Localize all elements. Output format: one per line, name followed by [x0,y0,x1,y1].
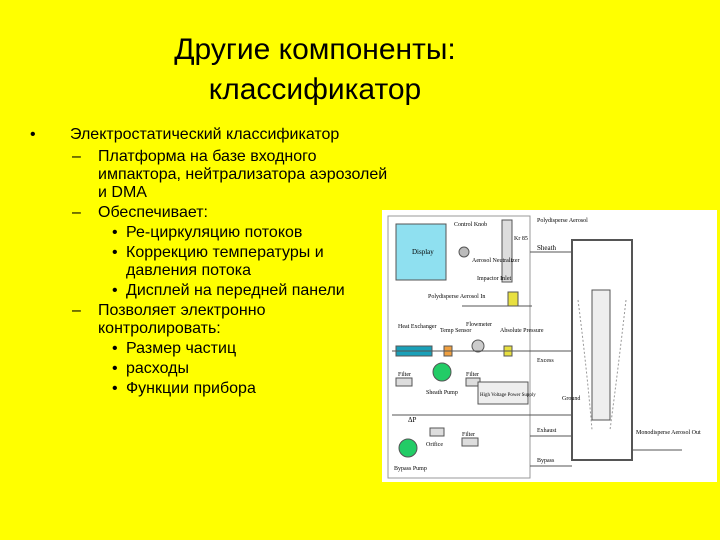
flowmeter-label: Flowmeter [466,322,492,328]
bullet-text: Позволяет электронно контролировать: [98,302,266,337]
bullet-text: Электростатический классификатор [70,126,340,143]
control-knob-label: Control Knob [454,222,487,228]
orifice-label: Orifice [426,441,443,448]
sheath-pump-icon [432,362,452,382]
dma-flow-curve [609,299,627,431]
flowmeter-icon [471,339,485,353]
polydisperse-in-label: Polydisperse Aerosol In [428,294,485,300]
excess-label: Excess [537,358,554,364]
hv-supply-box [477,381,529,405]
polydisperse-aerosol-label: Polydisperse Aerosol [537,218,588,224]
temp-sensor-label: Temp Sensor [440,328,471,334]
neutralizer-body [501,219,513,283]
monodisperse-out-label: Monodisperse Aerosol Out [636,430,701,436]
bullet-text: Коррекцию температуры и давления потока [126,244,324,279]
bullet-item: • Коррекцию температуры и давления потока [30,244,390,280]
bullet-marker: – [72,148,81,165]
bypass-pump-icon [398,438,418,458]
bullet-marker: • [112,340,118,357]
bullet-item: –Платформа на базе входного импактора, н… [30,148,390,202]
bypass-label: Bypass [537,458,555,464]
aerosol-neutralizer-label: Aerosol Neutralizer [472,258,519,264]
sheath-pump-label: Sheath Pump [426,390,458,396]
bullet-text: Дисплей на передней панели [126,282,345,299]
heat-exchanger-label: Heat Exchanger [398,324,436,330]
bullet-item: • Размер частиц [30,340,390,358]
classifier-schematic: Display Control Knob Kr 85 Aerosol Neutr… [382,210,717,482]
filter-icon [461,437,479,447]
bullet-text: расходы [126,360,189,377]
bullet-item: • Функции прибора [30,380,390,398]
bypass-pump-label: Bypass Pump [394,466,427,472]
dma-column [571,239,633,461]
bullet-text: Платформа на базе входного импактора, не… [98,148,388,201]
filter-icon [395,377,413,387]
bullet-marker: • [112,380,118,397]
absolute-pressure-label: Absolute Pressure [500,328,544,334]
dma-flow-curve [577,299,593,431]
bullet-marker: – [72,302,81,319]
bullet-marker: • [30,126,36,143]
filter-label: Filter [462,432,475,438]
bullet-marker: – [72,204,81,221]
bullet-text: Функции прибора [126,380,256,397]
exhaust-label: Exhaust [537,428,557,434]
bullet-item: –Обеспечивает: [30,204,390,222]
slide-title-line-1: Другие компоненты: [174,33,456,66]
bullet-marker: • [112,282,118,299]
bullet-text: Размер частиц [126,340,237,357]
bullet-item: • Электростатический классификатор [30,126,390,144]
kr85-label: Kr 85 [514,236,528,242]
sheath-label: Sheath [537,244,557,252]
display-label: Display [412,248,434,256]
bullet-item: • Ре-циркуляцию потоков [30,224,390,242]
instrument-cabinet [387,215,531,479]
slide-title: Другие компоненты: классификатор [90,30,540,110]
delta-p-label: ΔP [408,416,417,424]
filter-label: Filter [466,372,479,378]
classifier-schematic-svg: Display Control Knob Kr 85 Aerosol Neutr… [387,215,701,479]
bullet-marker: • [112,360,118,377]
bullet-text: Обеспечивает: [98,204,208,221]
impactor-inlet-label: Impactor Inlet [477,276,511,282]
bullet-marker: • [112,244,118,261]
impactor-icon [507,291,519,307]
dma-inner-electrode [591,289,611,421]
bullet-item: • расходы [30,360,390,378]
bullet-text: Ре-циркуляцию потоков [126,224,303,241]
bullet-item: • Дисплей на передней панели [30,282,390,300]
orifice-icon [429,427,445,437]
bullet-item: –Позволяет электронно контролировать: [30,302,390,338]
hv-supply-label: High Voltage Power Supply [480,393,536,398]
slide-title-line-2: классификатор [208,73,422,106]
ground-label: Ground [562,396,580,402]
bullet-list: •Электростатический классификатор –Платф… [30,126,390,400]
display-panel [395,223,447,281]
control-knob-icon [458,246,470,258]
filter-label: Filter [398,372,411,378]
bullet-marker: • [112,224,118,241]
